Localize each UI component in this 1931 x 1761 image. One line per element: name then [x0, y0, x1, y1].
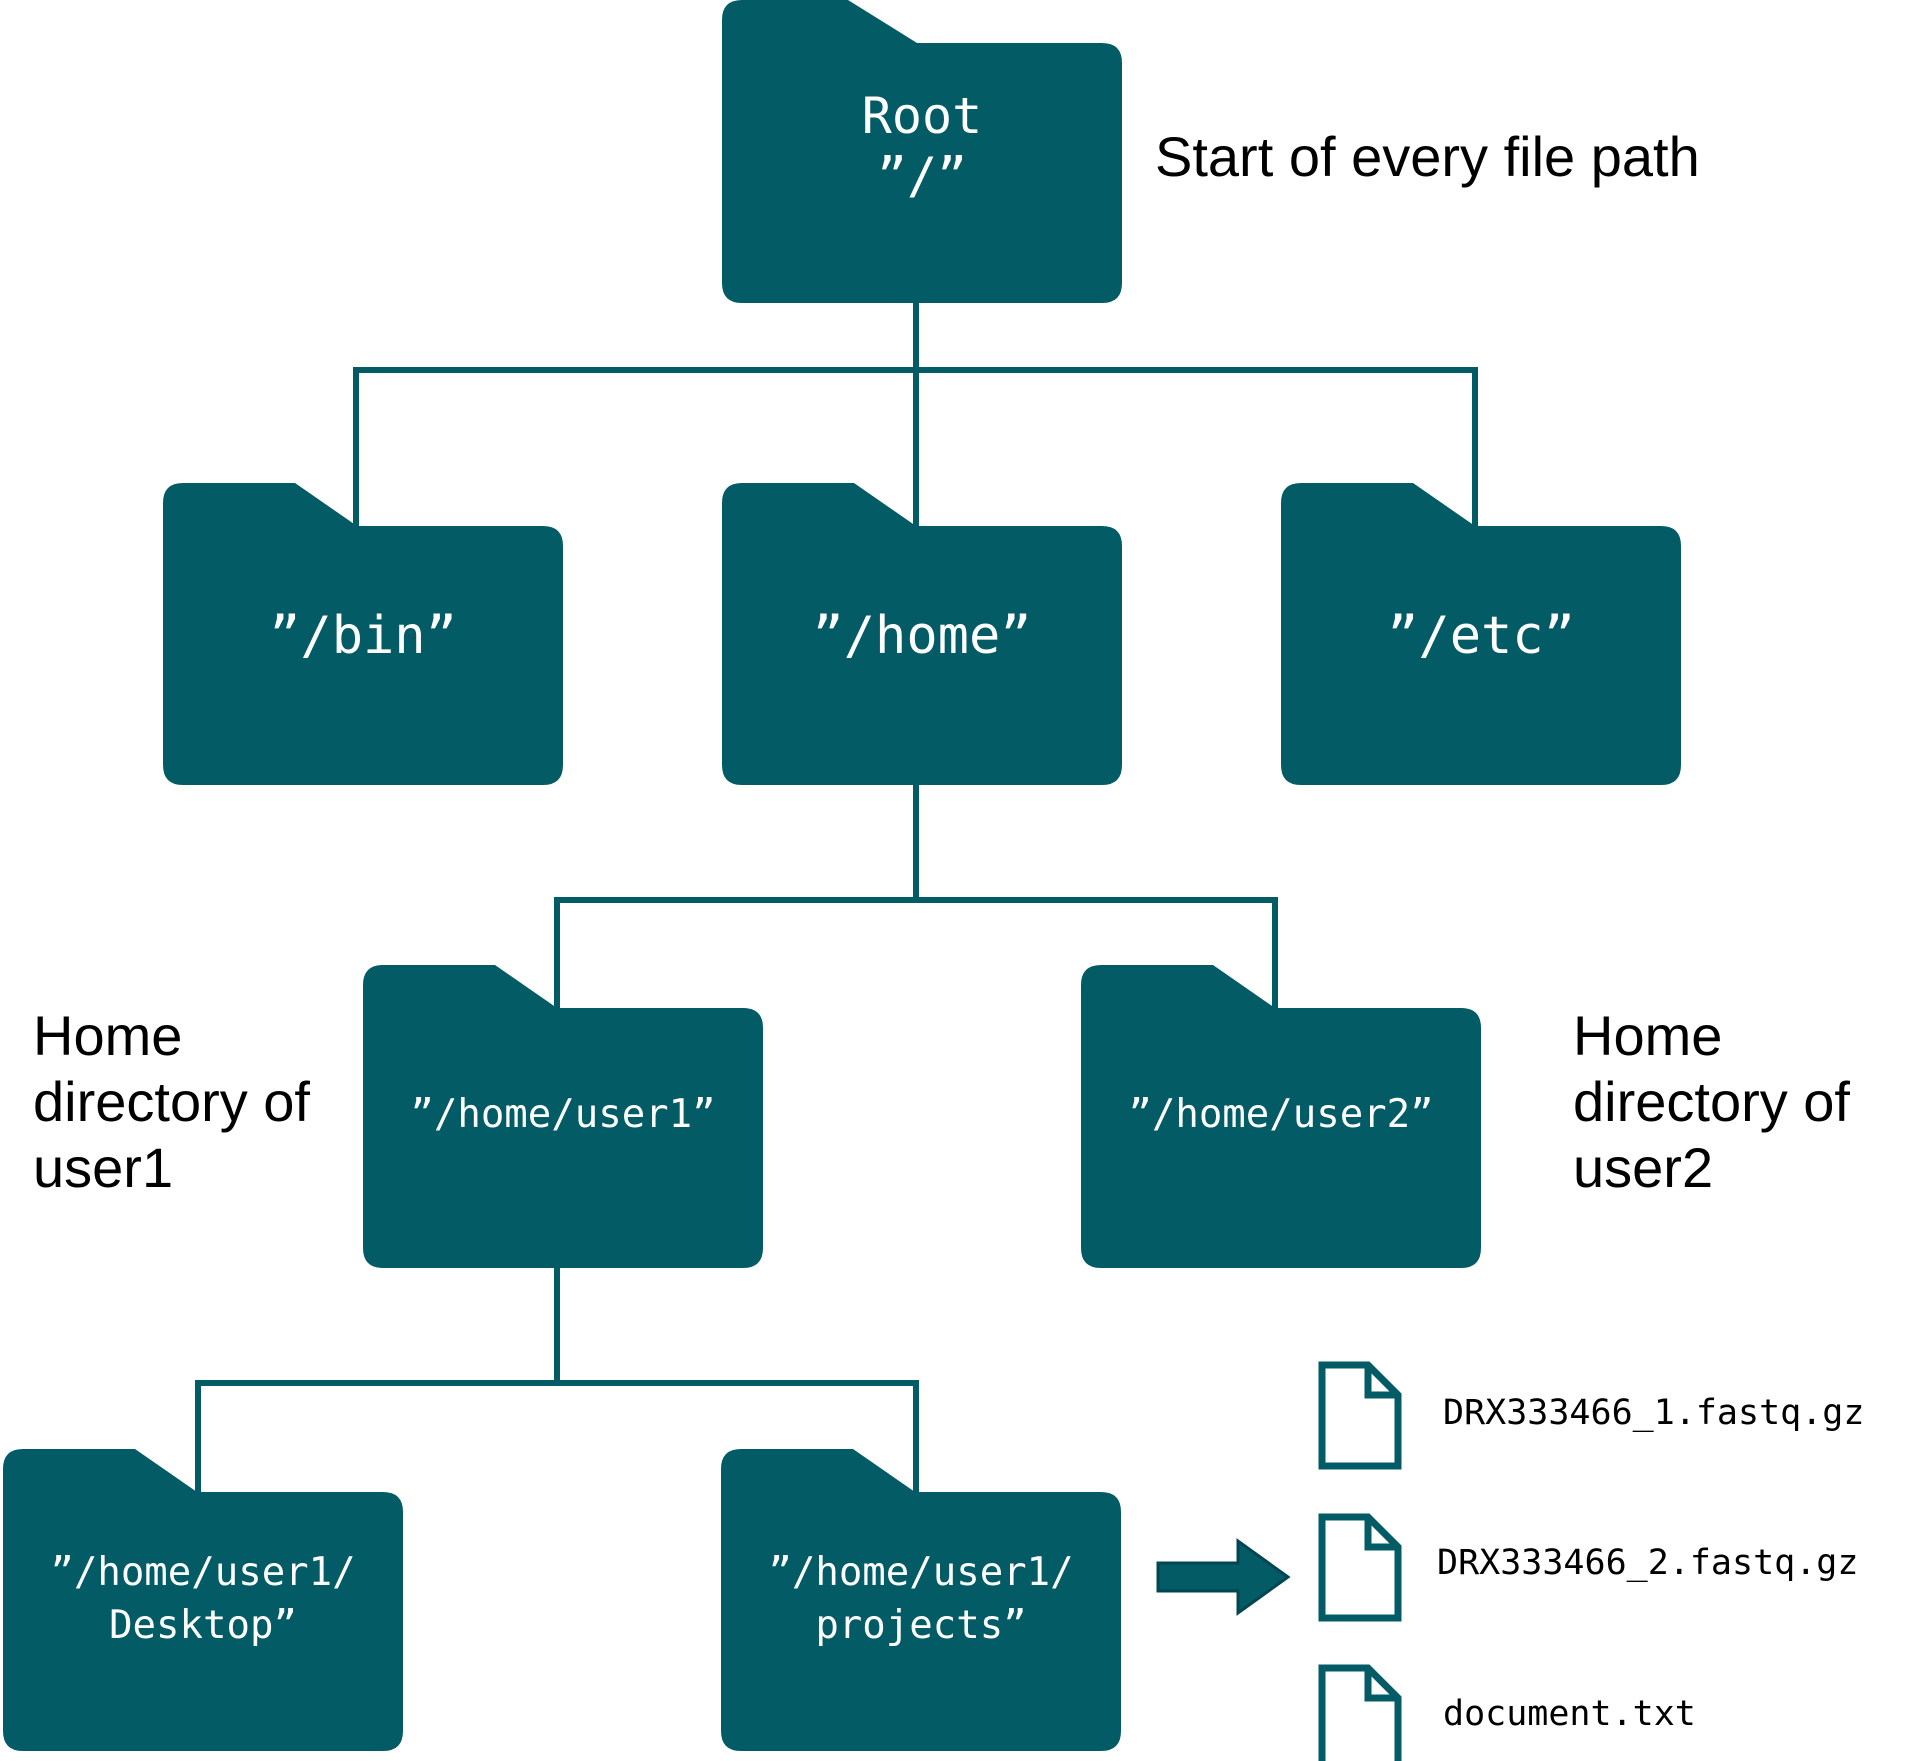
file-name: DRX333466_2.fastq.gz — [1437, 1543, 1859, 1583]
projects-label-line1: ”/home/user1/ — [768, 1550, 1073, 1595]
projects-label-line2: projects” — [815, 1603, 1026, 1648]
user2-annotation-line2: directory of — [1573, 1070, 1850, 1133]
user1-annotation-line2: directory of — [33, 1070, 310, 1133]
root-annotation: Start of every file path — [1155, 125, 1700, 188]
user2-annotation-line1: Home — [1573, 1004, 1723, 1067]
file-name: document.txt — [1443, 1694, 1696, 1734]
folder-home-icon — [722, 483, 1122, 785]
folder-desktop-icon — [3, 1449, 403, 1751]
user1-annotation-line3: user1 — [33, 1136, 174, 1199]
file-icon — [1318, 1664, 1402, 1761]
user2-annotation: Home directory of user2 — [1573, 1003, 1850, 1201]
folder-user1-icon — [363, 965, 763, 1268]
folder-bin-icon — [163, 483, 563, 785]
file-icon — [1318, 1513, 1402, 1622]
folder-etc-icon — [1281, 483, 1681, 785]
home-label: ”/home” — [812, 606, 1031, 666]
desktop-label-line2: Desktop” — [109, 1603, 297, 1648]
user1-annotation-line1: Home — [33, 1004, 183, 1067]
user2-label: ”/home/user2” — [1128, 1092, 1433, 1137]
root-label-line2: ”/” — [877, 147, 967, 205]
folders — [3, 0, 1681, 1751]
root-label-line1: Root — [862, 87, 982, 145]
desktop-label-line1: ”/home/user1/ — [50, 1550, 355, 1595]
user1-annotation: Home directory of user1 — [33, 1003, 310, 1201]
user1-label: ”/home/user1” — [410, 1092, 715, 1137]
folder-labels: Root ”/” ”/bin” ”/home” ”/etc” ”/home/us… — [50, 87, 1575, 1648]
file-icon — [1318, 1361, 1402, 1470]
file-icons — [1318, 1361, 1402, 1761]
right-arrow-icon — [1156, 1538, 1291, 1616]
user2-annotation-line3: user2 — [1573, 1136, 1714, 1199]
bin-label: ”/bin” — [269, 606, 457, 666]
folder-user2-icon — [1081, 965, 1481, 1268]
etc-label: ”/etc” — [1387, 606, 1575, 666]
folder-root-icon — [722, 0, 1122, 303]
folder-projects-icon — [721, 1449, 1121, 1751]
connectors — [195, 297, 1478, 1493]
file-name: DRX333466_1.fastq.gz — [1443, 1393, 1865, 1433]
